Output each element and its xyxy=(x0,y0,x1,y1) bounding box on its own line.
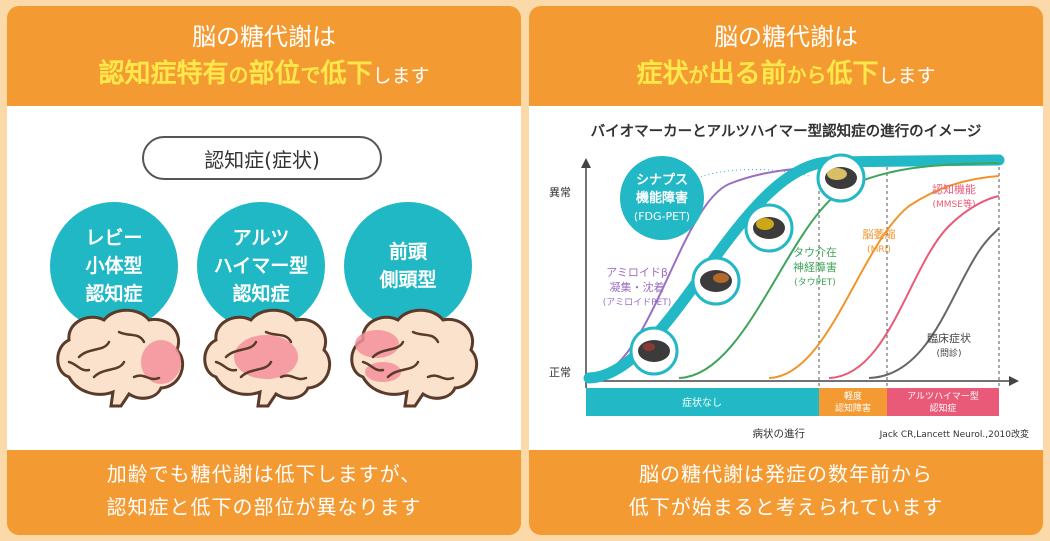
atrophy-label-2: (MRI) xyxy=(867,245,891,255)
y-label-normal: 正常 xyxy=(549,366,571,379)
left-panel-title: 脳の糖代謝は 認知症特有の部位で低下します xyxy=(98,23,430,89)
right-content: バイオマーカーとアルツハイマー型認知症の進行のイメージ 異常 正常 xyxy=(529,106,1043,450)
alzheimer-circle: アルツ ハイマー型 認知症 xyxy=(197,202,325,330)
y-label-abnormal: 異常 xyxy=(549,186,571,199)
amyloid-label-1: アミロイドβ xyxy=(606,266,668,279)
source-citation: Jack CR,Lancett Neurol.,2010改変 xyxy=(879,428,1029,440)
cognition-curve xyxy=(828,195,1000,379)
stage-ad-label-1: アルツハイマー型 xyxy=(907,391,979,402)
y-axis-arrow xyxy=(581,158,591,168)
synapse-bubble xyxy=(620,156,704,240)
stage-none-bar xyxy=(586,388,819,416)
clinical-label-2: (問診) xyxy=(936,347,961,359)
dementia-symptom-pill: 認知症(症状) xyxy=(142,136,382,180)
brain-icon-lewy xyxy=(56,308,184,408)
stage-mci-label-2: 認知障害 xyxy=(835,402,871,414)
svg-text:機能障害: 機能障害 xyxy=(636,190,688,206)
cognition-label-2: (MMSE等) xyxy=(933,198,976,210)
svg-text:(FDG-PET): (FDG-PET) xyxy=(634,210,690,223)
stage-mci-bar xyxy=(819,388,887,416)
x-axis-arrow xyxy=(1009,376,1019,386)
stage-none-label: 症状なし xyxy=(682,396,722,409)
brain-scan-4 xyxy=(816,153,866,203)
left-content: 認知症(症状) レビー 小体型 認知症 アルツ ハイマー型 認知症 前頭 側頭型 xyxy=(7,106,521,450)
tau-label-3: (タウPET) xyxy=(794,277,836,288)
brain-scan-1 xyxy=(629,326,679,376)
stage-ad-bar xyxy=(887,388,999,416)
atrophy-curve xyxy=(768,175,1000,379)
clinical-label-1: 臨床症状 xyxy=(927,331,971,345)
clinical-curve xyxy=(868,227,1000,379)
left-bottom-text: 加齢でも糖代謝は低下しますが、 認知症と低下の部位が異なります xyxy=(106,462,422,519)
stage-mci-label-1: 軽度 xyxy=(844,390,862,402)
x-axis-label: 病状の進行 xyxy=(753,427,806,440)
amyloid-label-2: 凝集・沈着 xyxy=(610,280,665,294)
chart-title: バイオマーカーとアルツハイマー型認知症の進行のイメージ xyxy=(591,122,982,140)
brain-scan-2 xyxy=(691,256,741,306)
svg-text:シナプス: シナプス xyxy=(636,173,688,188)
cognition-label-1: 認知機能 xyxy=(932,182,976,196)
brain-icon-frontotemporal xyxy=(350,308,478,408)
right-bottom-text: 脳の糖代謝は発症の数年前から 低下が始まると考えられています xyxy=(628,462,944,519)
brain-icon-alzheimer xyxy=(203,308,331,408)
stage-ad-label-2: 認知症 xyxy=(929,402,956,414)
frontotemporal-circle: 前頭 側頭型 xyxy=(344,202,472,330)
right-panel-title: 脳の糖代謝は 症状が出る前から低下します xyxy=(636,23,936,89)
biomarker-diagram: バイオマーカーとアルツハイマー型認知症の進行のイメージ 異常 正常 xyxy=(549,122,1029,440)
atrophy-label-1: 脳萎縮 xyxy=(863,227,896,241)
tau-label-1: タウ介在 xyxy=(793,246,837,259)
brain-scan-3 xyxy=(744,203,794,253)
amyloid-label-3: (アミロイドPET) xyxy=(603,298,671,308)
tau-label-2: 神経障害 xyxy=(793,260,837,274)
right-panel: 脳の糖代謝は 症状が出る前から低下します バイオマーカーとアルツハイマー型認知症… xyxy=(529,6,1043,535)
lewy-body-circle: レビー 小体型 認知症 xyxy=(50,202,178,330)
left-panel: 脳の糖代謝は 認知症特有の部位で低下します 認知症(症状) レビー 小体型 認知… xyxy=(7,6,521,535)
